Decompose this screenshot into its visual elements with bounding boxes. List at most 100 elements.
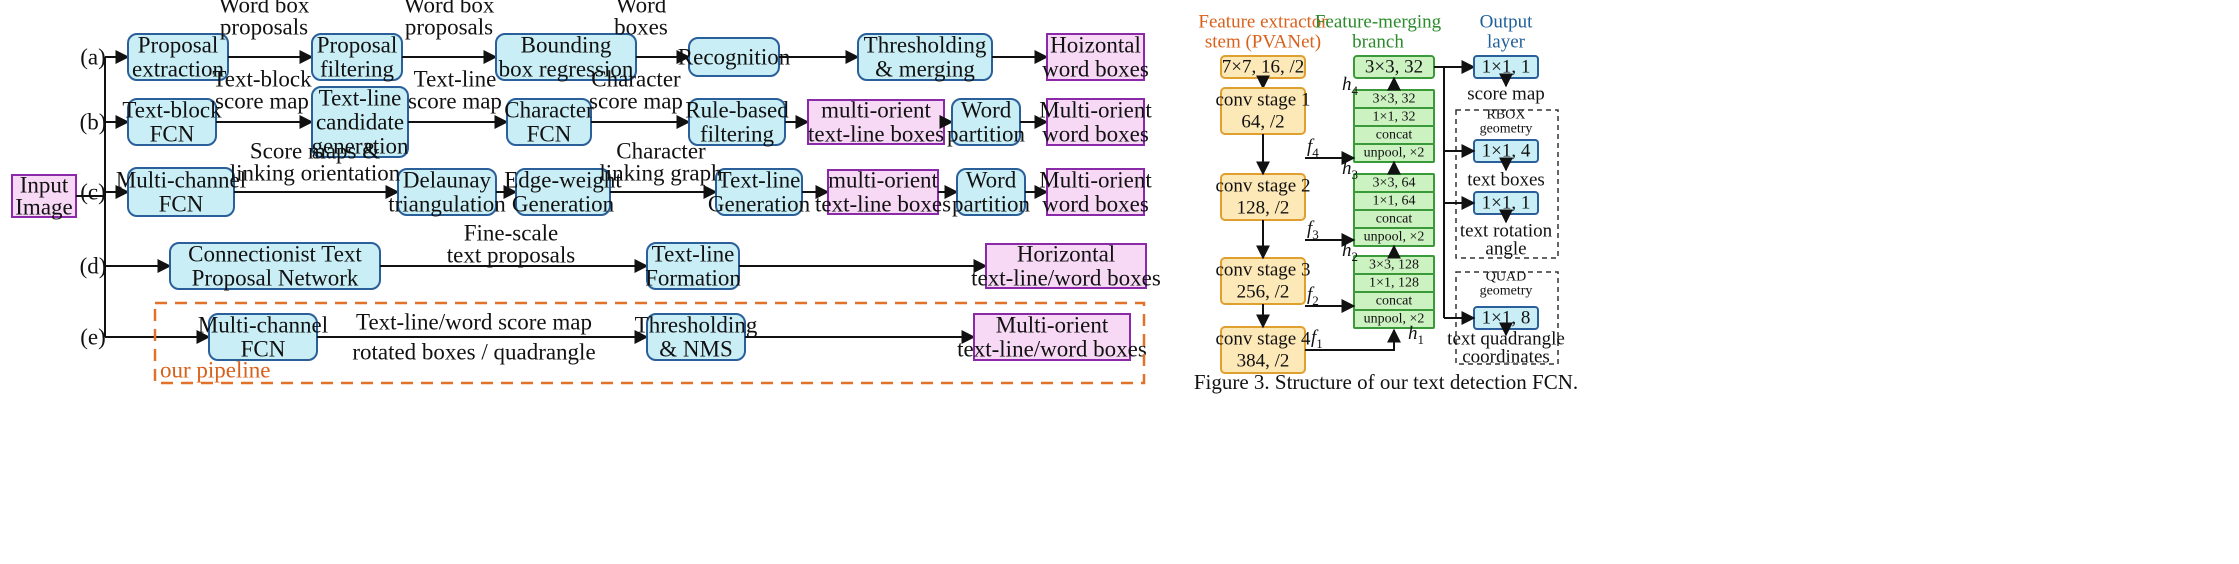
output-box-label: multi-orient [828,168,938,193]
stage-box-label: FCN [241,337,286,362]
h-label: h3 [1342,158,1358,182]
arrow-label: Score maps & [250,139,380,164]
rbox-label: text rotation [1460,221,1553,242]
output-box-label: Multi-orient [1039,98,1152,123]
stage-box-label: filtering [700,122,775,147]
output-header: layer [1487,32,1526,53]
our-pipeline-label: our pipeline [160,358,271,383]
arrow-label: rotated boxes / quadrangle [352,340,595,365]
output-box-label: text-line/word boxes [957,337,1147,362]
our-pipeline-frame [153,301,1146,385]
arrow-label: Word box [404,0,495,18]
arrow-label: boxes [614,15,668,40]
arrow-label: Word [616,0,667,18]
row-label: (e) [80,325,106,350]
merge-cell-label: 1×1, 64 [1373,194,1416,209]
merge-cell-label: 1×1, 32 [1373,110,1416,125]
stage-box-label: Proposal [138,33,219,58]
rbox-box-label: 1×1, 4 [1482,141,1531,162]
stage-box-label: Bounding [521,33,612,58]
row-label: (d) [80,254,107,279]
stage-box-label: candidate [316,110,404,135]
rbox-box-label: 1×1, 1 [1482,193,1531,214]
h-label: h4 [1342,74,1359,98]
stage-box-label: Multi-channel [116,168,246,193]
conv-stage-box-label: conv stage 2 [1216,176,1311,197]
merging-header: branch [1352,32,1404,53]
extractor-header: Feature extractor [1198,12,1328,33]
stage-box-label: partition [952,192,1030,217]
stage-box-label: Text-block [122,98,222,123]
output-box-label: text-line boxes [808,122,944,147]
stage-box-label: & NMS [659,337,733,362]
input-image-box [11,174,77,218]
quad-title: QUAD [1486,270,1526,285]
arrow-label: score map [408,89,502,114]
stage-box-label: Word [961,98,1012,123]
rbox-label: text boxes [1467,170,1545,191]
stage-box-label: Character [504,98,594,123]
arrow-label: score map [589,89,683,114]
conv-stage-box-label: 256, /2 [1237,282,1290,303]
f-label: f2 [1307,284,1319,308]
input-image-box-label: Input [20,173,69,198]
arrow-label: proposals [220,15,308,40]
output-box-label: Multi-orient [996,313,1109,338]
merge-cell-label: concat [1376,294,1413,309]
stage-box-label: Recognition [678,45,791,70]
quad-box-label: 1×1, 8 [1482,308,1531,329]
output-box [1046,168,1145,216]
merge-cell-label: concat [1376,128,1413,143]
output-box [985,243,1147,289]
merge-cell-label: concat [1376,212,1413,227]
output-box-label: Multi-orient [1039,168,1152,193]
arrow-label: score map [215,89,309,114]
score-label: score map [1467,84,1545,105]
stage-box-label: Proposal Network [192,266,359,291]
arrow-label: Character [616,139,706,164]
output-box-label: word boxes [1042,57,1149,82]
output-box-label: word boxes [1042,192,1149,217]
merge-cell-label: 1×1, 128 [1369,276,1419,291]
output-header: Output [1480,12,1534,33]
pipeline-comparison-panel: InputImage(a)(b)(c)(d)(e)Proposalextract… [11,0,1161,385]
conv-stage-box-label: 64, /2 [1241,112,1284,133]
output-box-label: text-line boxes [815,192,951,217]
f-label: f3 [1307,218,1319,242]
output-box-label: multi-orient [821,98,931,123]
arrow-label: linking graph [599,161,723,186]
row-label: (a) [80,45,106,70]
stage-box-label: Text-line [319,86,402,111]
arrow-label: Character [591,67,681,92]
conv-stage-box-label: 128, /2 [1237,198,1290,219]
quad-title: geometry [1480,284,1533,299]
rbox-frame [1455,109,1559,259]
merge-top-box-label: 3×3, 32 [1365,57,1423,78]
stage-box-label: Rule-based [685,98,789,123]
output-box-label: word boxes [1042,122,1149,147]
merge-cell-label: 3×3, 128 [1369,258,1419,273]
h1-connector [1305,328,1401,351]
stage-box-label: Generation [512,192,615,217]
f-label: f1 [1311,327,1323,351]
arrow-label: Word box [219,0,310,18]
stage-box-label: Thresholding [635,313,758,338]
output-box-label: text-line/word boxes [971,266,1161,291]
f-label: f4 [1307,136,1319,160]
row-label: (b) [80,110,107,135]
rbox-title: RBOX [1487,108,1526,123]
stage-box-label: & merging [875,57,975,82]
conv-stage-box-label: conv stage 4 [1216,329,1311,350]
stage-box-label: Formation [645,266,741,291]
stage-box-label: box regression [499,57,634,82]
merging-header: Feature-merging [1315,12,1442,33]
merge-cell-label: 3×3, 64 [1373,176,1416,191]
conv-stage-box-label: 384, /2 [1237,351,1290,372]
stage-box-label: Generation [708,192,811,217]
arrow-label: Text-line [414,67,497,92]
stage-box-label: Proposal [317,33,398,58]
h-label: h2 [1342,240,1358,264]
output-box-label: Hoizontal [1050,33,1141,58]
